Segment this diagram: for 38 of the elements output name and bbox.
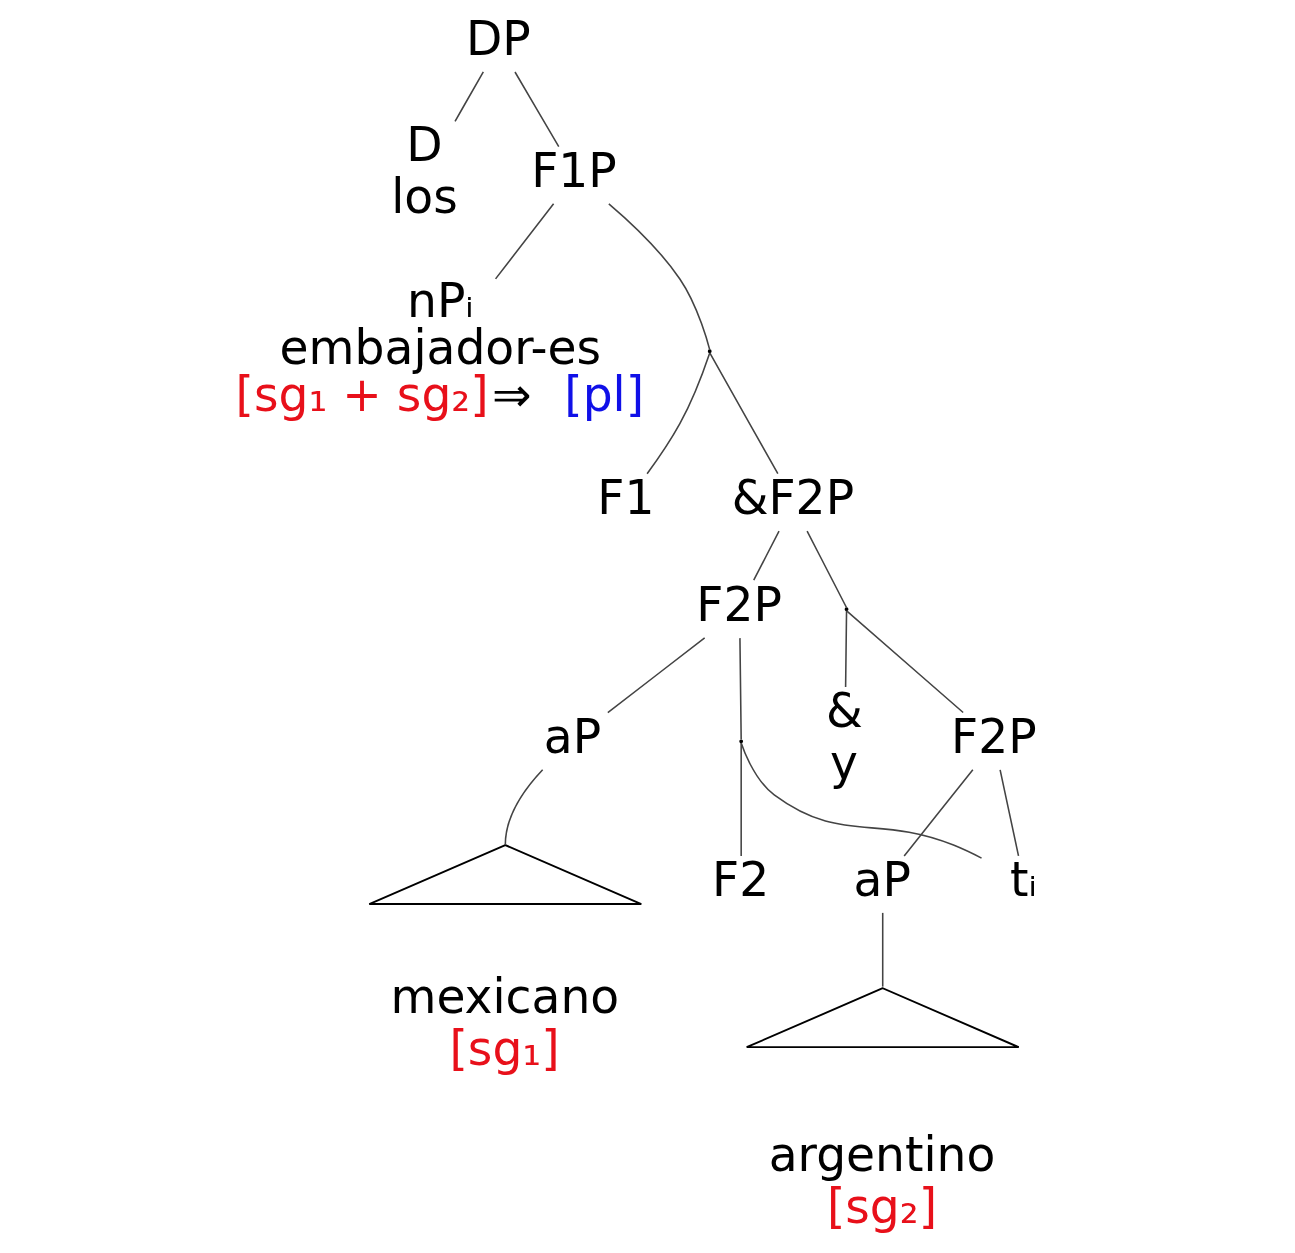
connector [645,352,710,475]
connector [805,530,847,609]
node-text: aP [853,852,911,908]
connector [494,202,554,280]
connector [708,352,779,475]
node-text: F2P [950,709,1037,765]
connector [739,742,742,857]
node-text: DP [465,10,531,66]
node-text: nPᵢ embajador-es [sg₁ + sg₂]⇒ [pl] [235,272,644,423]
connector [607,203,710,351]
connector [752,530,780,581]
node-text: F1P [530,142,617,198]
connector [504,768,543,846]
connector [513,71,560,148]
node-text: F1 [596,470,654,526]
node-point [738,739,743,744]
node-text: & y [825,683,863,791]
connector [881,912,883,988]
node-text: argentino [sg₂] [768,1126,995,1234]
node-text: aP [543,709,601,765]
connector [998,769,1019,857]
connector [845,610,964,714]
node-point [844,607,848,612]
node-point [707,349,712,354]
connector [738,637,742,741]
node-text: F2P [695,577,782,632]
node-triangle [745,987,1020,1049]
node-text: mexicano [sg₁] [389,969,619,1077]
node-text: F2 [711,852,769,908]
connector [453,71,484,123]
connector [606,637,705,714]
connector [902,769,974,857]
node-text: D los [390,117,458,224]
node-text: &F2P [731,470,854,526]
node-triangle [367,844,642,905]
node-text: tᵢ [1009,852,1037,908]
connector [739,742,982,859]
connector [844,610,847,688]
